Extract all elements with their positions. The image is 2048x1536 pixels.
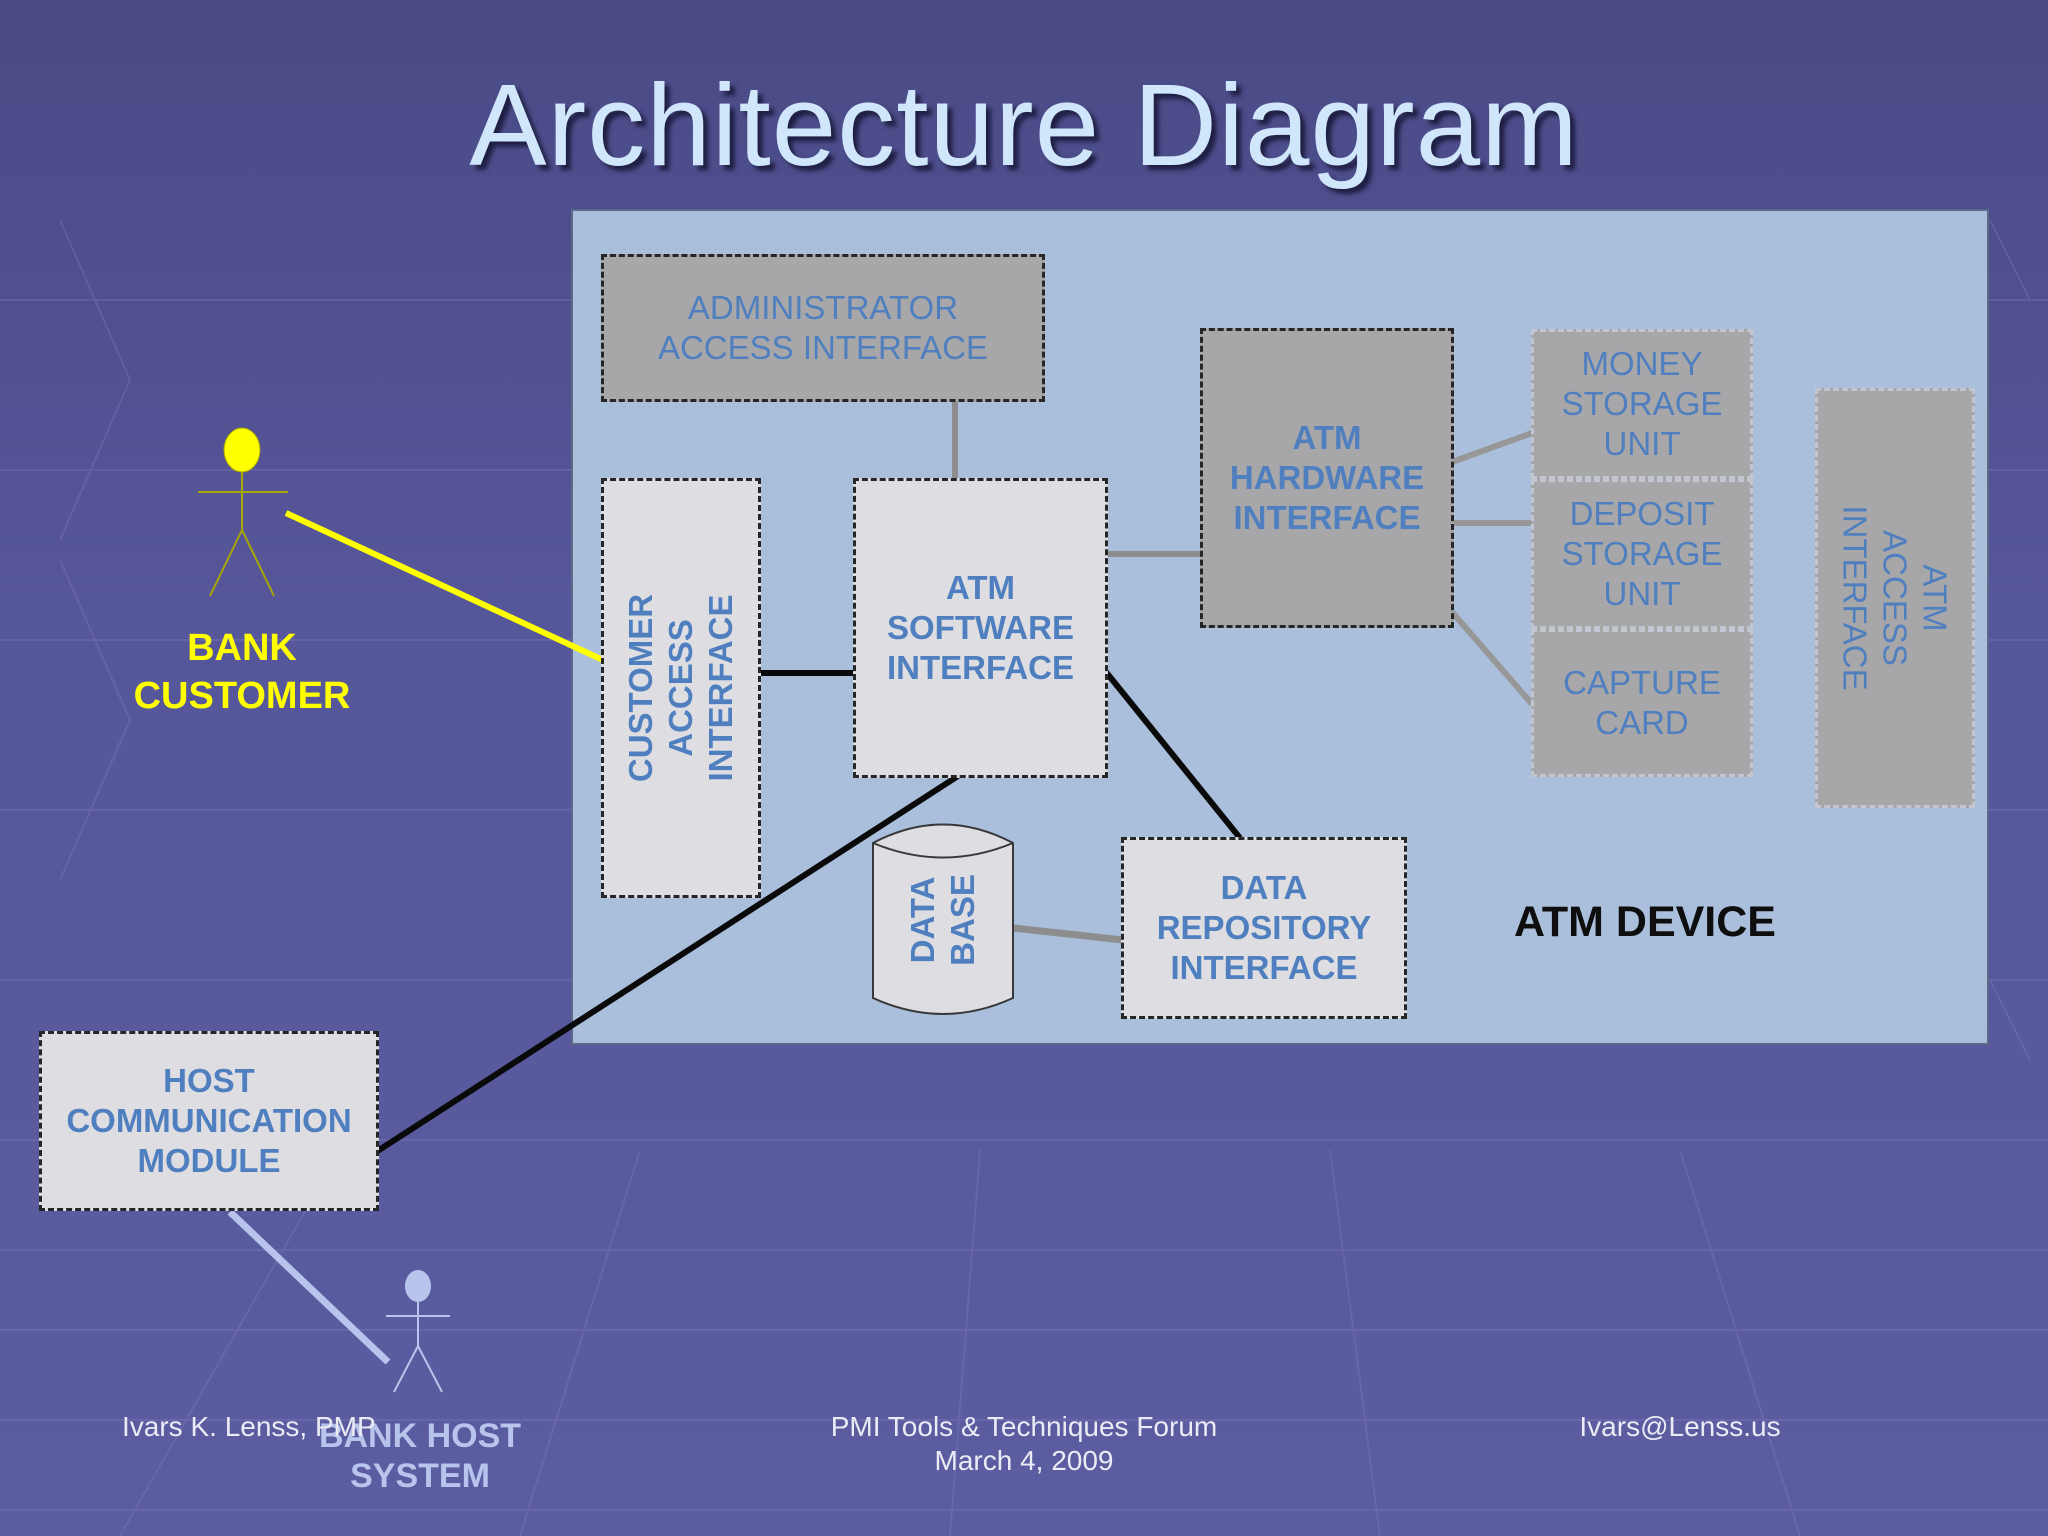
footer-author: Ivars K. Lenss, PMP — [122, 1411, 376, 1442]
host-communication-module-box: HOST COMMUNICATION MODULE — [39, 1031, 379, 1211]
bank-host-actor-icon — [386, 1270, 450, 1393]
footer-email: Ivars@Lenss.us — [1579, 1411, 1781, 1442]
administrator-access-interface-box: ADMINISTRATOR ACCESS INTERFACE — [601, 254, 1045, 402]
database-label-wrap: DATA BASE — [873, 830, 1013, 1010]
bank-customer-label: BANK CUSTOMER — [133, 627, 351, 717]
atm-hardware-interface-box: ATM HARDWARE INTERFACE — [1200, 328, 1454, 628]
capture-card-label: CAPTURE CARD — [1563, 664, 1721, 741]
data-repository-interface-label: DATA REPOSITORY INTERFACE — [1156, 869, 1372, 986]
connector-hardware-money — [1450, 430, 1534, 465]
database-label: DATA BASE — [904, 874, 981, 966]
footer-event: PMI Tools & Techniques Forum March 4, 20… — [830, 1411, 1218, 1476]
slide-title: Architecture Diagram — [469, 60, 1579, 190]
host-communication-module-label: HOST COMMUNICATION MODULE — [66, 1062, 352, 1179]
data-repository-interface-box: DATA REPOSITORY INTERFACE — [1121, 837, 1407, 1019]
connector-hardware-capture — [1449, 610, 1535, 706]
deposit-storage-unit-box: DEPOSIT STORAGE UNIT — [1531, 479, 1753, 629]
connector-software-repository — [1103, 670, 1243, 840]
customer-access-interface-box: CUSTOMER ACCESS INTERFACE — [601, 478, 761, 898]
administrator-access-interface-label: ADMINISTRATOR ACCESS INTERFACE — [657, 289, 989, 366]
atm-software-interface-box: ATM SOFTWARE INTERFACE — [853, 478, 1108, 778]
connector-host-actor — [227, 1209, 391, 1365]
bank-host-system-label: BANK HOST SYSTEM — [318, 1417, 522, 1495]
connector-customer-actor — [284, 510, 607, 664]
atm-access-interface-box: ATM ACCESS INTERFACE — [1815, 388, 1975, 808]
capture-card-box: CAPTURE CARD — [1531, 629, 1753, 777]
atm-device-label: ATM DEVICE — [1514, 898, 1776, 946]
customer-access-interface-label: CUSTOMER ACCESS INTERFACE — [622, 593, 739, 783]
atm-software-interface-label: ATM SOFTWARE INTERFACE — [886, 569, 1074, 686]
money-storage-unit-box: MONEY STORAGE UNIT — [1531, 329, 1753, 479]
money-storage-unit-label: MONEY STORAGE UNIT — [1561, 345, 1723, 462]
deposit-storage-unit-label: DEPOSIT STORAGE UNIT — [1561, 495, 1723, 612]
connector-host-software — [374, 773, 960, 1155]
connector-database-repository — [1012, 924, 1124, 944]
atm-hardware-interface-label: ATM HARDWARE INTERFACE — [1229, 419, 1425, 536]
database-cylinder — [872, 823, 1014, 1015]
bank-customer-actor-icon — [198, 427, 288, 597]
atm-access-interface-label: ATM ACCESS INTERFACE — [1837, 505, 1955, 691]
